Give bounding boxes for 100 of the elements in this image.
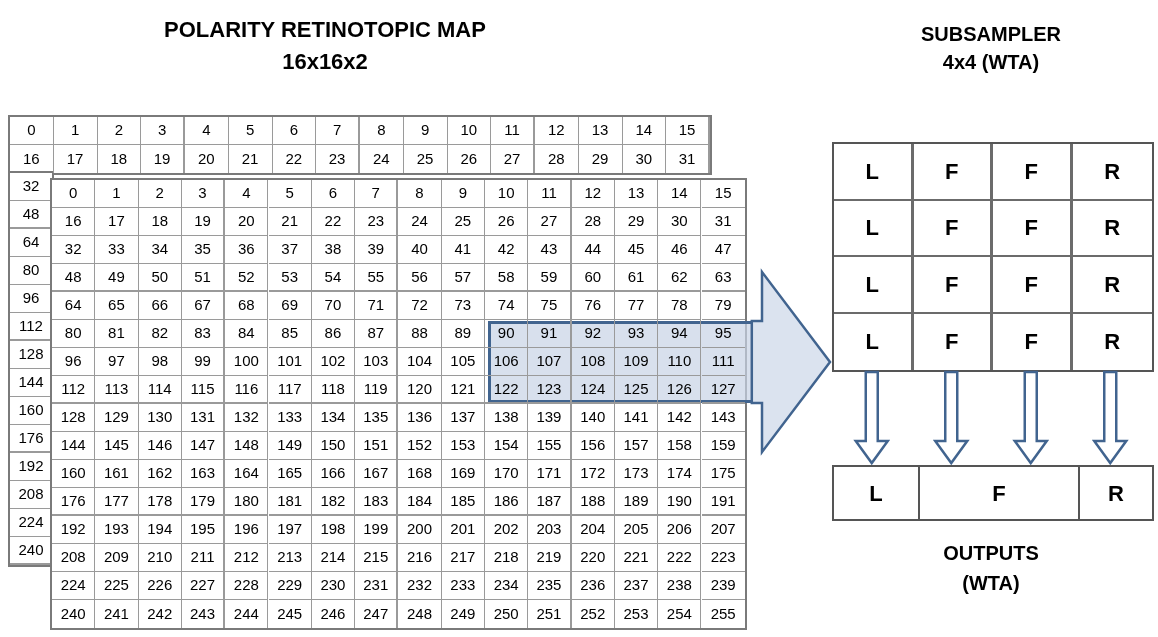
subsampler-grid <box>832 142 1154 372</box>
grid-cell: 38 <box>311 236 356 264</box>
grid-cell: 95 <box>701 320 745 348</box>
grid-cell: 193 <box>95 516 139 544</box>
grid-cell: 27 <box>528 208 572 236</box>
grid-cell: 54 <box>311 264 356 292</box>
grid-cell: 179 <box>181 488 226 516</box>
grid-cell: 17 <box>95 208 139 236</box>
grid-cell: 246 <box>311 600 356 628</box>
grid-cell: 61 <box>614 264 659 292</box>
grid-cell: 184 <box>398 488 442 516</box>
grid-cell: 11 <box>528 180 572 208</box>
grid-cell: 9 <box>403 117 448 145</box>
grid-cell: 224 <box>52 572 96 600</box>
grid-cell: 212 <box>225 544 269 572</box>
grid-cell: 86 <box>311 320 356 348</box>
grid-cell: 245 <box>268 600 312 628</box>
cell-letter: F <box>945 214 959 243</box>
grid-cell: 48 <box>52 264 96 292</box>
grid-cell: 97 <box>95 348 139 376</box>
grid-cell: 21 <box>228 145 273 173</box>
grid-cell: 228 <box>225 572 269 600</box>
grid-cell: 11 <box>491 117 535 145</box>
grid-cell: 27 <box>491 145 535 173</box>
grid-cell: 113 <box>95 376 139 404</box>
grid-cell: 12 <box>535 117 579 145</box>
grid-cell: 199 <box>355 516 399 544</box>
grid-cell: 190 <box>658 488 702 516</box>
grid-cell: 160 <box>52 460 96 488</box>
grid-cell: 39 <box>355 236 399 264</box>
grid-cell: 93 <box>614 320 659 348</box>
grid-cell: 240 <box>52 600 96 628</box>
grid-cell: 68 <box>225 292 269 320</box>
grid-cell: 238 <box>658 572 702 600</box>
grid-cell: 80 <box>52 320 96 348</box>
grid-cell: 10 <box>447 117 492 145</box>
grid-cell: 74 <box>485 292 529 320</box>
grid-cell: 175 <box>701 460 745 488</box>
grid-cell: 64 <box>52 292 96 320</box>
grid-cell: 195 <box>181 516 226 544</box>
grid-cell: 215 <box>355 544 399 572</box>
grid-cell: 220 <box>571 544 615 572</box>
cell-letter: L <box>865 157 879 186</box>
grid-cell: 186 <box>485 488 529 516</box>
cell-letter: F <box>1024 328 1038 357</box>
grid-cell: 37 <box>268 236 312 264</box>
grid-cell: 31 <box>666 145 710 173</box>
grid-cell: 51 <box>181 264 226 292</box>
grid-cell: 7 <box>355 180 399 208</box>
grid-cell: 167 <box>355 460 399 488</box>
grid-cell: 252 <box>571 600 615 628</box>
grid-cell: 108 <box>571 348 615 376</box>
grid-cell: 227 <box>181 572 226 600</box>
grid-cell: 235 <box>528 572 572 600</box>
subsampler-column <box>834 144 914 370</box>
block-arrow <box>853 370 891 466</box>
grid-cell: 105 <box>441 348 485 376</box>
grid-cell: 17 <box>53 145 98 173</box>
grid-cell: 219 <box>528 544 572 572</box>
grid-cell: 96 <box>52 348 96 376</box>
grid-cell: 157 <box>614 432 659 460</box>
grid-cell: 185 <box>441 488 485 516</box>
grid-cell: 116 <box>225 376 269 404</box>
grid-cell: 85 <box>268 320 312 348</box>
grid-cell: 23 <box>316 145 360 173</box>
grid-cell: 16 <box>10 145 54 173</box>
grid-cell: 25 <box>441 208 485 236</box>
grid-cell: 2 <box>97 117 142 145</box>
grid-cell: 0 <box>52 180 96 208</box>
grid-cell: 143 <box>701 404 745 432</box>
grid-cell: 31 <box>701 208 745 236</box>
grid-cell: 19 <box>141 145 185 173</box>
grid-cell: 83 <box>181 320 226 348</box>
grid-cell: 180 <box>225 488 269 516</box>
grid-cell: 200 <box>398 516 442 544</box>
grid-cell: 43 <box>528 236 572 264</box>
grid-cell: 254 <box>658 600 702 628</box>
grid-cell-text: 255 <box>709 603 737 624</box>
grid-cell: 99 <box>181 348 226 376</box>
grid-cell: 170 <box>485 460 529 488</box>
grid-cell: 90 <box>485 320 529 348</box>
grid-cell: 19 <box>181 208 226 236</box>
block-arrow <box>750 268 832 456</box>
output-cell <box>832 465 918 521</box>
grid-cell: 123 <box>528 376 572 404</box>
grid-cell: 140 <box>571 404 615 432</box>
grid-cell: 1 <box>95 180 139 208</box>
grid-cell: 136 <box>398 404 442 432</box>
highlight-region <box>488 321 752 403</box>
grid-cell: 181 <box>268 488 312 516</box>
grid-cell: 207 <box>701 516 745 544</box>
grid-cell: 134 <box>311 404 356 432</box>
grid-cell: 24 <box>398 208 442 236</box>
grid-cell: 92 <box>571 320 615 348</box>
grid-cell: 103 <box>355 348 399 376</box>
grid-cell: 197 <box>268 516 312 544</box>
grid-cell: 21 <box>268 208 312 236</box>
grid-cell: 187 <box>528 488 572 516</box>
grid-cell: 156 <box>571 432 615 460</box>
grid-cell: 174 <box>658 460 702 488</box>
